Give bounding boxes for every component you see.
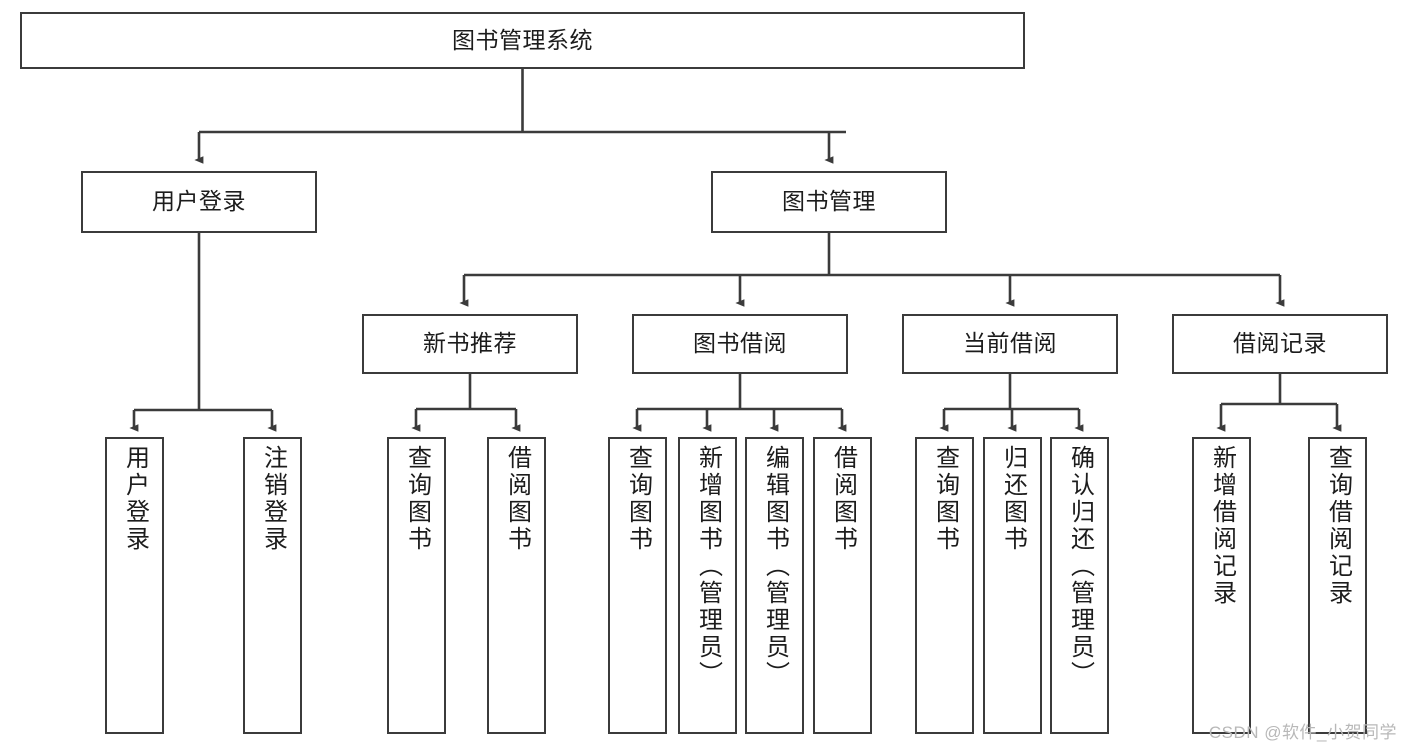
node-root[interactable]: 图书管理系统 — [20, 12, 1025, 69]
node-new-book-recommend[interactable]: 新书推荐 — [362, 314, 578, 374]
leaf-user-login-label: 用户登录 — [121, 445, 149, 553]
leaf-add-borrow-record-label: 新增借阅记录 — [1208, 445, 1236, 607]
leaf-edit-book-admin[interactable]: 编辑图书（管理员） — [745, 437, 804, 734]
leaf-query-book-current[interactable]: 查询图书 — [915, 437, 974, 734]
node-book-borrow[interactable]: 图书借阅 — [632, 314, 848, 374]
leaf-query-borrow-record[interactable]: 查询借阅记录 — [1308, 437, 1367, 734]
leaf-borrow-book-recommend[interactable]: 借阅图书 — [487, 437, 546, 734]
leaf-add-book-admin[interactable]: 新增图书（管理员） — [678, 437, 737, 734]
leaf-add-borrow-record[interactable]: 新增借阅记录 — [1192, 437, 1251, 734]
leaf-edit-book-admin-label: 编辑图书（管理员） — [761, 445, 789, 688]
node-borrow-record[interactable]: 借阅记录 — [1172, 314, 1388, 374]
node-user-login-label: 用户登录 — [152, 188, 246, 215]
node-borrow-record-label: 借阅记录 — [1233, 330, 1327, 357]
leaf-logout[interactable]: 注销登录 — [243, 437, 302, 734]
leaf-borrow-book[interactable]: 借阅图书 — [813, 437, 872, 734]
leaf-confirm-return-admin[interactable]: 确认归还（管理员） — [1050, 437, 1109, 734]
leaf-confirm-return-admin-label: 确认归还（管理员） — [1066, 445, 1094, 688]
leaf-borrow-book-recommend-label: 借阅图书 — [503, 445, 531, 553]
node-current-borrow[interactable]: 当前借阅 — [902, 314, 1118, 374]
node-book-borrow-label: 图书借阅 — [693, 330, 787, 357]
leaf-user-login[interactable]: 用户登录 — [105, 437, 164, 734]
leaf-add-book-admin-label: 新增图书（管理员） — [694, 445, 722, 688]
leaf-return-book-label: 归还图书 — [999, 445, 1027, 553]
node-book-management-label: 图书管理 — [782, 188, 876, 215]
node-book-management[interactable]: 图书管理 — [711, 171, 947, 233]
leaf-borrow-book-label: 借阅图书 — [829, 445, 857, 553]
node-user-login[interactable]: 用户登录 — [81, 171, 317, 233]
leaf-return-book[interactable]: 归还图书 — [983, 437, 1042, 734]
leaf-query-book-recommend-label: 查询图书 — [403, 445, 431, 553]
node-root-label: 图书管理系统 — [452, 26, 593, 53]
leaf-logout-label: 注销登录 — [259, 445, 287, 553]
watermark: CSDN @软件_小贺同学 — [1208, 723, 1397, 742]
leaf-query-book-borrow-label: 查询图书 — [624, 445, 652, 553]
leaf-query-book-current-label: 查询图书 — [931, 445, 959, 553]
leaf-query-book-borrow[interactable]: 查询图书 — [608, 437, 667, 734]
node-current-borrow-label: 当前借阅 — [963, 330, 1057, 357]
leaf-query-book-recommend[interactable]: 查询图书 — [387, 437, 446, 734]
node-new-book-recommend-label: 新书推荐 — [423, 330, 517, 357]
leaf-query-borrow-record-label: 查询借阅记录 — [1324, 445, 1352, 607]
